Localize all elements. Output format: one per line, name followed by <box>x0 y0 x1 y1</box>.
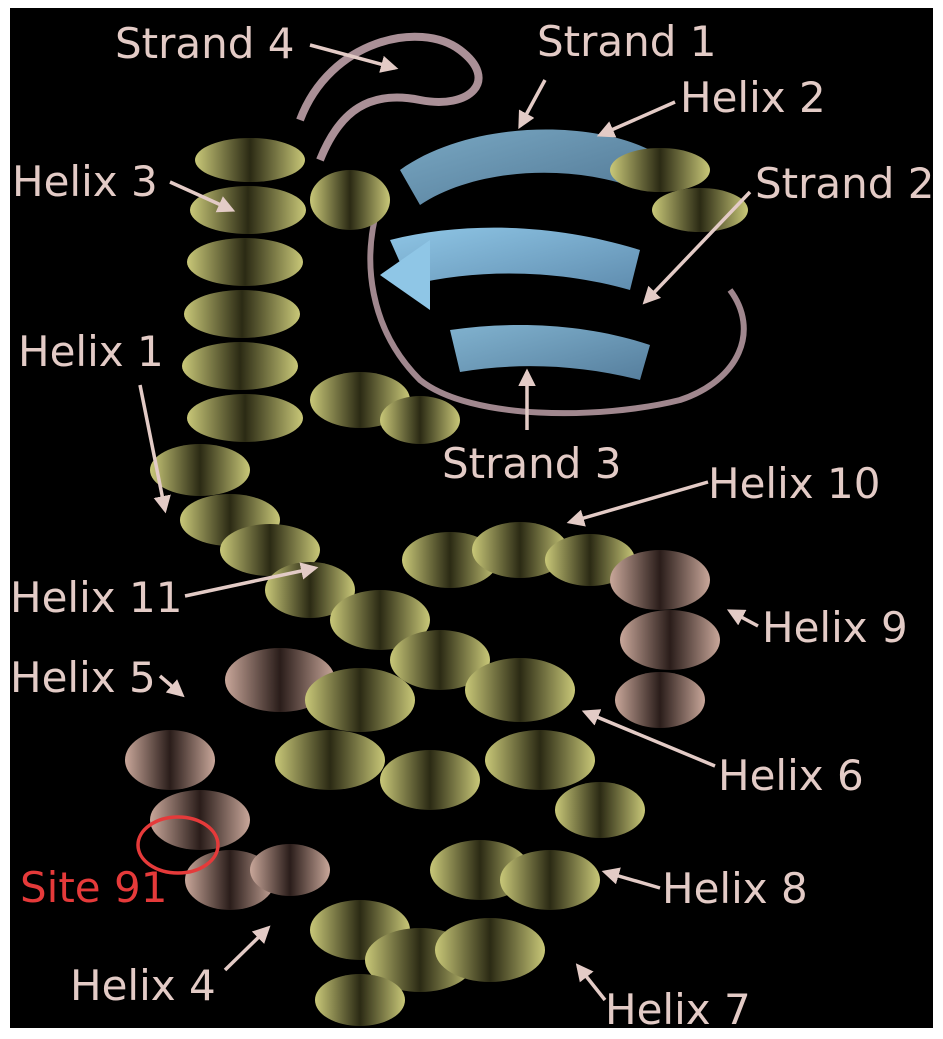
label-helix-8: Helix 8 <box>662 864 808 913</box>
label-strand-4: Strand 4 <box>115 19 294 68</box>
label-site-91: Site 91 <box>20 863 167 912</box>
label-strand-2: Strand 2 <box>755 159 934 208</box>
label-strand-3: Strand 3 <box>442 439 621 488</box>
helix-9-ribbon <box>610 550 720 728</box>
label-helix-5: Helix 5 <box>10 653 156 702</box>
label-helix-10: Helix 10 <box>708 459 880 508</box>
label-helix-6: Helix 6 <box>718 751 864 800</box>
label-strand-1: Strand 1 <box>537 17 716 66</box>
label-helix-3: Helix 3 <box>12 157 158 206</box>
label-helix-11: Helix 11 <box>10 573 182 622</box>
label-helix-2: Helix 2 <box>680 73 826 122</box>
label-helix-7: Helix 7 <box>605 985 751 1034</box>
label-helix-9: Helix 9 <box>762 603 908 652</box>
label-helix-4: Helix 4 <box>70 961 216 1010</box>
label-helix-1: Helix 1 <box>18 327 164 376</box>
